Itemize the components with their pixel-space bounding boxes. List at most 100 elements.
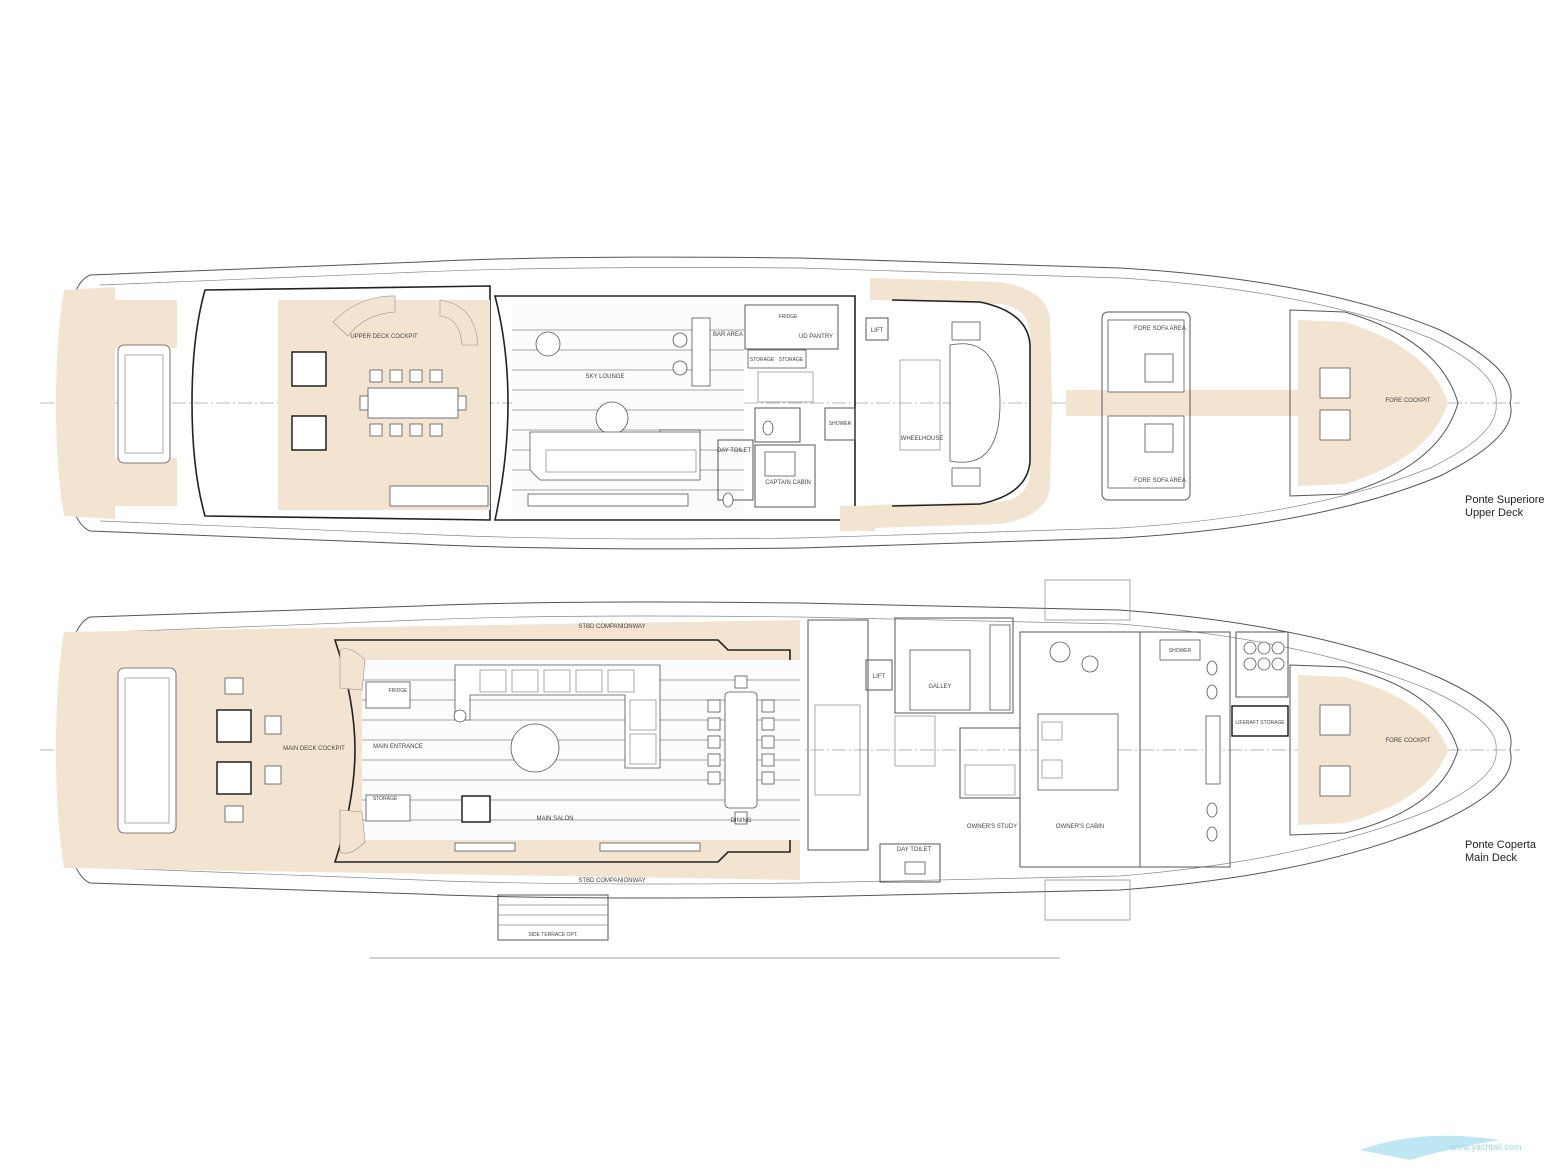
main-owner-vanity [1205, 715, 1221, 785]
main-owner-toilet-4 [1206, 826, 1218, 842]
main-bow-cockpit-frame [1289, 664, 1459, 836]
main-owner-shower [1159, 639, 1201, 661]
main-galley-counter [989, 624, 1011, 711]
main-shower-label: SHOWER [1169, 648, 1192, 654]
main-deck-caption-line1: Ponte Coperta [1465, 839, 1537, 851]
upper-cockpit-dining-table [367, 387, 459, 419]
upper-lounge-armchair [535, 331, 561, 357]
upper-deck-caption-line1: Ponte Superiore [1465, 494, 1545, 506]
upper-cockpit-seat-2 [291, 415, 327, 451]
main-cockpit-chair-1 [224, 677, 244, 695]
upper-aft-steps-top [115, 300, 177, 348]
upper-captain-wc [754, 407, 801, 443]
main-fore-cockpit-label: FORE COCKPIT [1385, 738, 1430, 744]
main-salon-coffee-table [510, 723, 560, 773]
upper-cockpit-seat-1 [291, 351, 327, 387]
main-owner-toilet-2 [1206, 684, 1218, 700]
main-lounge-side-table [453, 709, 467, 723]
upper-fore-table-top [1144, 353, 1174, 383]
upper-aft-stair-left [332, 295, 396, 337]
main-owners-cabin-label: OWNER'S CABIN [1056, 824, 1104, 830]
main-aft-stair-top [339, 648, 366, 691]
main-aft-sunpad-inner [124, 677, 170, 824]
main-salon-armchair [461, 795, 491, 823]
upper-lounge-cabinet [527, 493, 689, 507]
upper-deck-plan: UPPER DECK COCKPIT SKY LOUNGE BAR AREA U… [40, 256, 1520, 550]
upper-aft-sunpad-inner [124, 354, 164, 454]
upper-bow-seat-1 [1319, 367, 1351, 399]
upper-fore-sofa-frame [1101, 311, 1191, 501]
upper-sky-lounge-walls [493, 295, 856, 521]
upper-storage-units [747, 349, 807, 369]
upper-helm-console [949, 343, 1001, 463]
main-day-toilet-basin [904, 861, 926, 875]
upper-deck-hull [59, 256, 1512, 550]
upper-toilet-2 [722, 492, 734, 508]
upper-deck-hull-inner [99, 267, 1497, 540]
main-crew-stairs [814, 704, 861, 796]
upper-aft-sunpad [117, 344, 171, 464]
upper-captain-cabin-room [754, 444, 816, 508]
upper-wheelhouse-teak-rail [870, 278, 1052, 528]
main-deck-hull-inner [109, 615, 1497, 885]
upper-day-toilet-label: DAY TOILET [717, 448, 752, 454]
main-bow-cockpit-teak [1298, 675, 1448, 825]
watermark-text: www.yachtall.com [1449, 1142, 1522, 1152]
main-owners-study-room [959, 727, 1021, 799]
main-lift-shaft [865, 659, 893, 691]
main-owner-pillow-1 [1041, 721, 1063, 741]
main-owner-bathroom [1139, 631, 1231, 868]
main-bow-seat-2 [1319, 765, 1351, 797]
upper-captain-cabin-label: CAPTAIN CABIN [765, 480, 811, 486]
main-stbd-companionway-label-top: STBD COMPANIONWAY [578, 624, 645, 630]
main-day-toilet-label: DAY TOILET [897, 847, 932, 853]
upper-bar-counter [691, 317, 711, 387]
main-bow-seat-1 [1319, 704, 1351, 736]
main-day-toilet-room [879, 843, 941, 883]
upper-day-toilet-room [717, 439, 754, 501]
upper-wheelhouse-label: WHEELHOUSE [901, 436, 944, 442]
main-cockpit-chair-2 [264, 715, 282, 735]
main-crew-stair-area [807, 619, 869, 851]
upper-fore-sofa-label-2: FORE SOFA AREA [1134, 478, 1186, 484]
upper-lounge-coffee-table [595, 401, 629, 435]
main-cockpit-seat-2 [216, 761, 252, 795]
upper-shower-label: SHOWER [829, 421, 852, 427]
main-liferaft-label: LIFERAFT STORAGE [1235, 720, 1285, 726]
main-aft-stair-bottom [339, 809, 366, 854]
main-cockpit-chair-3 [264, 765, 282, 785]
upper-fridge-label: FRIDGE [779, 314, 799, 320]
upper-lift-shaft [865, 317, 889, 341]
main-side-terrace [497, 894, 609, 941]
main-galley-label: GALLEY [928, 684, 951, 690]
main-fridge-label: FRIDGE [389, 688, 409, 694]
upper-cockpit-label: UPPER DECK COCKPIT [350, 334, 418, 340]
upper-lounge-sofa [529, 431, 701, 481]
main-owner-toilet-1 [1206, 660, 1218, 676]
upper-shower-room [824, 407, 856, 441]
upper-toilet-1 [762, 420, 774, 436]
upper-wheelhouse-walls [891, 299, 1031, 507]
main-storage-label: STORAGE [373, 796, 398, 802]
upper-storage-label-1: STORAGE [750, 357, 775, 363]
upper-bow-cockpit-teak [1298, 320, 1448, 486]
upper-aft-platform [56, 287, 115, 519]
upper-cockpit-sideboard [389, 485, 489, 507]
main-owner-side-table [1081, 655, 1099, 673]
upper-bow-seat-2 [1319, 409, 1351, 441]
upper-fore-cockpit-label: FORE COCKPIT [1385, 398, 1430, 404]
upper-pantry-room [744, 304, 839, 350]
main-galley-storage [894, 715, 936, 767]
main-galley-island [909, 649, 971, 711]
main-fenders-room [1235, 631, 1289, 698]
main-cockpit-chair-4 [224, 805, 244, 823]
main-deck-caption-line2: Main Deck [1465, 852, 1517, 864]
main-salon-label: MAIN SALON [536, 816, 573, 822]
upper-cockpit-chairs [359, 369, 467, 437]
main-deck-plan: MAIN DECK COCKPIT MAIN ENTRANCE STORAGE … [40, 579, 1520, 959]
upper-storage-label-2: STORAGE [779, 357, 804, 363]
main-side-terrace-label: SIDE TERRACE OPT. [528, 932, 577, 938]
upper-captain-bed [764, 451, 796, 477]
main-cockpit-seat-1 [216, 709, 252, 743]
